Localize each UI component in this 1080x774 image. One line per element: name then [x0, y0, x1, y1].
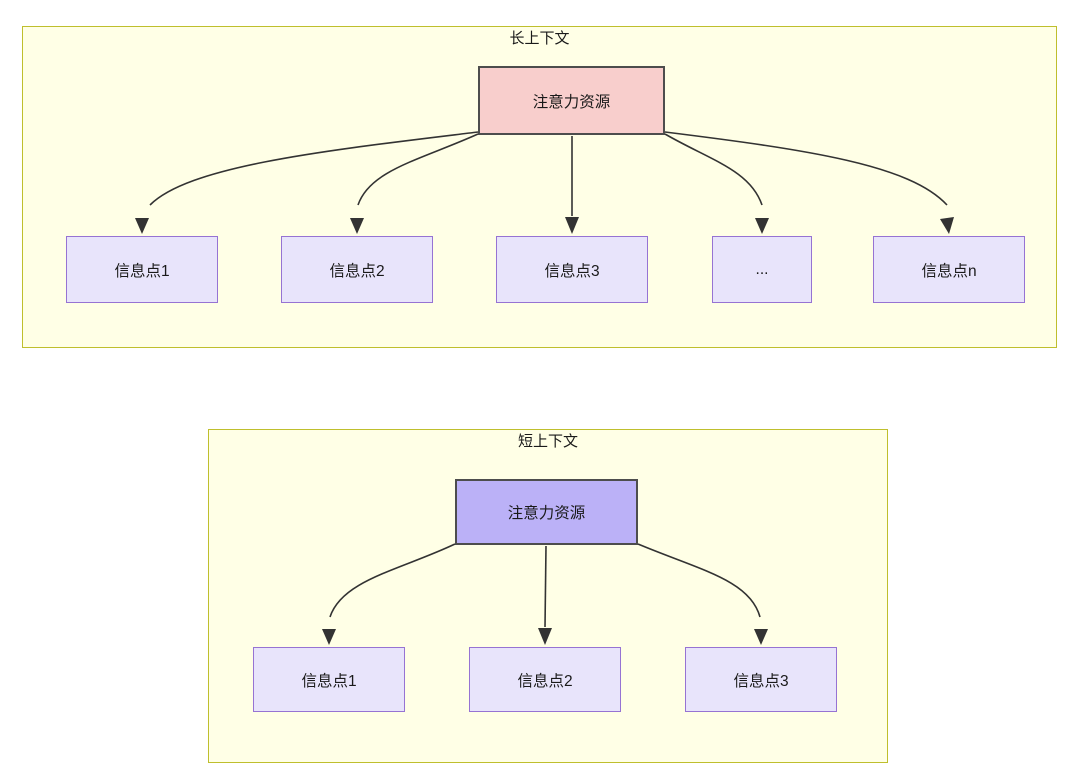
- node-attention-resource-short[interactable]: 注意力资源: [455, 479, 638, 545]
- group-long-context-title: 长上下文: [509, 30, 570, 47]
- node-info-point-2-short[interactable]: 信息点2: [469, 647, 621, 712]
- node-attention-resource-long[interactable]: 注意力资源: [478, 66, 665, 135]
- node-info-point-1-short[interactable]: 信息点1: [253, 647, 405, 712]
- node-info-point-1-long[interactable]: 信息点1: [66, 236, 218, 303]
- group-short-context-title: 短上下文: [517, 433, 578, 450]
- node-info-point-ellipsis-long[interactable]: ...: [712, 236, 812, 303]
- node-info-point-n-long[interactable]: 信息点n: [873, 236, 1025, 303]
- node-info-point-2-long[interactable]: 信息点2: [281, 236, 433, 303]
- node-info-point-3-long[interactable]: 信息点3: [496, 236, 648, 303]
- node-info-point-3-short[interactable]: 信息点3: [685, 647, 837, 712]
